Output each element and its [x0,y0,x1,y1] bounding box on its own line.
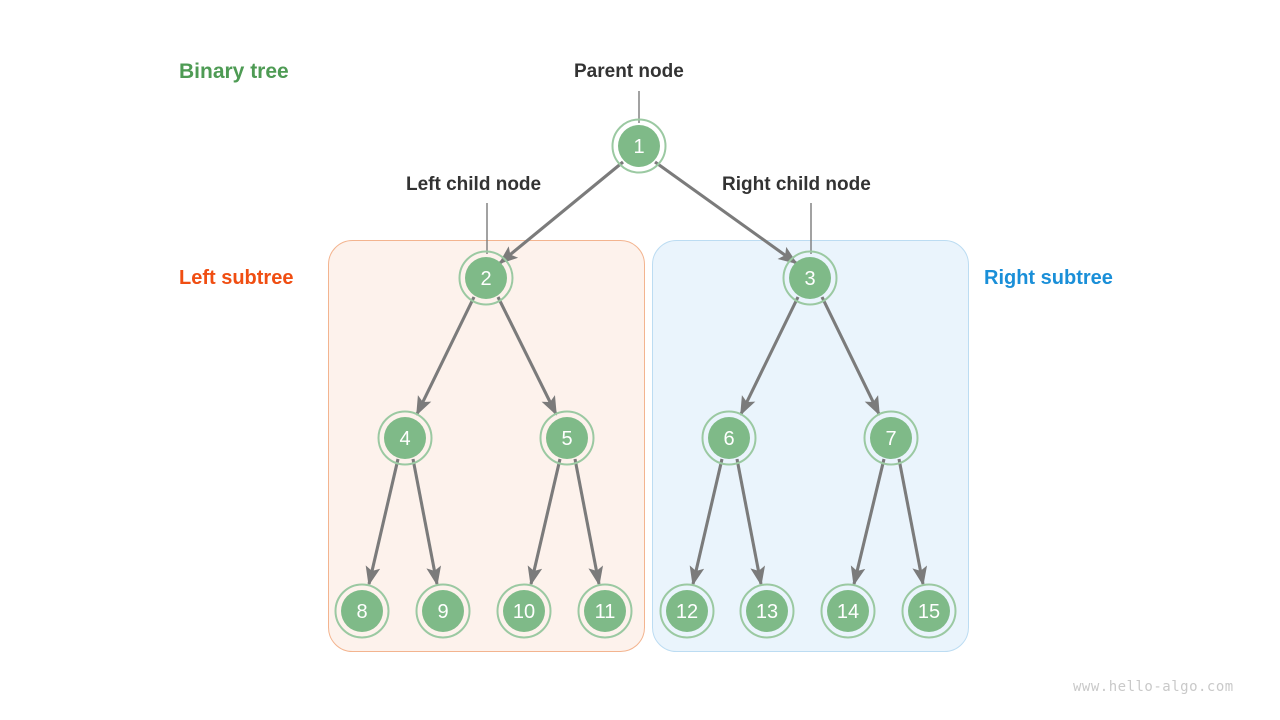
callout-left-child-node: Left child node [406,174,542,195]
tree-node: 8 [334,583,390,639]
edge-6-12 [689,458,724,586]
label-left-subtree: Left subtree [179,267,294,289]
node-outer-ring [539,410,595,466]
node-value: 2 [480,268,491,290]
callout-right-child-node: Right child node [722,174,871,195]
edge-5-10 [527,458,562,586]
node-circle [384,417,426,459]
node-outer-ring [496,583,552,639]
edge-5-11 [573,458,604,586]
right-subtree-box [652,240,969,652]
node-value: 14 [837,601,859,623]
node-circle [746,590,788,632]
node-outer-ring [377,410,433,466]
node-circle [870,417,912,459]
tree-node: 7 [863,410,919,466]
tree-node: 15 [901,583,957,639]
node-circle [618,125,660,167]
node-value: 6 [723,428,734,450]
node-outer-ring [782,250,838,306]
node-circle [422,590,464,632]
edge-1-3 [654,160,798,265]
node-value: 3 [804,268,815,290]
edge-6-13 [735,458,766,586]
node-circle [789,257,831,299]
node-circle [708,417,750,459]
tree-node: 4 [377,410,433,466]
edge-7-14 [850,458,886,586]
node-outer-ring [701,410,757,466]
tree-node: 3 [782,250,838,306]
edge-4-9 [411,458,442,586]
tree-node: 10 [496,583,552,639]
node-outer-ring [611,118,667,174]
edge-7-15 [897,458,928,586]
tree-node: 2 [458,250,514,306]
node-outer-ring [577,583,633,639]
tree-node: 14 [820,583,876,639]
node-value: 8 [356,601,367,623]
node-circle [666,590,708,632]
node-circle [908,590,950,632]
subtree-boxes [328,240,969,652]
node-circle [341,590,383,632]
edge-4-8 [365,458,400,586]
edge-1-2 [498,160,624,265]
callout-parent-node: Parent node [574,61,684,82]
node-value: 12 [676,601,698,623]
tree-node: 6 [701,410,757,466]
node-outer-ring [863,410,919,466]
watermark: www.hello-algo.com [1073,679,1234,695]
tree-node: 12 [659,583,715,639]
node-outer-ring [739,583,795,639]
node-outer-ring [659,583,715,639]
node-outer-ring [415,583,471,639]
tree-node: 13 [739,583,795,639]
callout-leader-lines [486,91,812,254]
node-outer-ring [334,583,390,639]
tree-edges [365,160,928,586]
edge-2-5 [496,296,558,416]
node-value: 13 [756,601,778,623]
edge-3-7 [820,296,881,416]
node-value: 9 [437,601,448,623]
node-value: 5 [561,428,572,450]
node-circle [584,590,626,632]
tree-node: 1 [611,118,667,174]
edge-2-4 [415,296,476,416]
node-circle [465,257,507,299]
node-value: 10 [513,601,535,623]
node-circle [827,590,869,632]
node-value: 7 [885,428,896,450]
label-right-subtree: Right subtree [984,267,1113,289]
left-subtree-box [328,240,645,652]
node-outer-ring [901,583,957,639]
node-value: 4 [399,428,410,450]
tree-node: 9 [415,583,471,639]
node-circle [546,417,588,459]
node-outer-ring [458,250,514,306]
node-value: 15 [918,601,940,623]
edge-3-6 [739,296,800,416]
page-title: Binary tree [179,60,289,83]
node-circle [503,590,545,632]
tree-node: 5 [539,410,595,466]
node-value: 11 [595,601,616,623]
node-outer-ring [820,583,876,639]
tree-node: 11 [577,583,633,639]
node-value: 1 [633,136,644,158]
